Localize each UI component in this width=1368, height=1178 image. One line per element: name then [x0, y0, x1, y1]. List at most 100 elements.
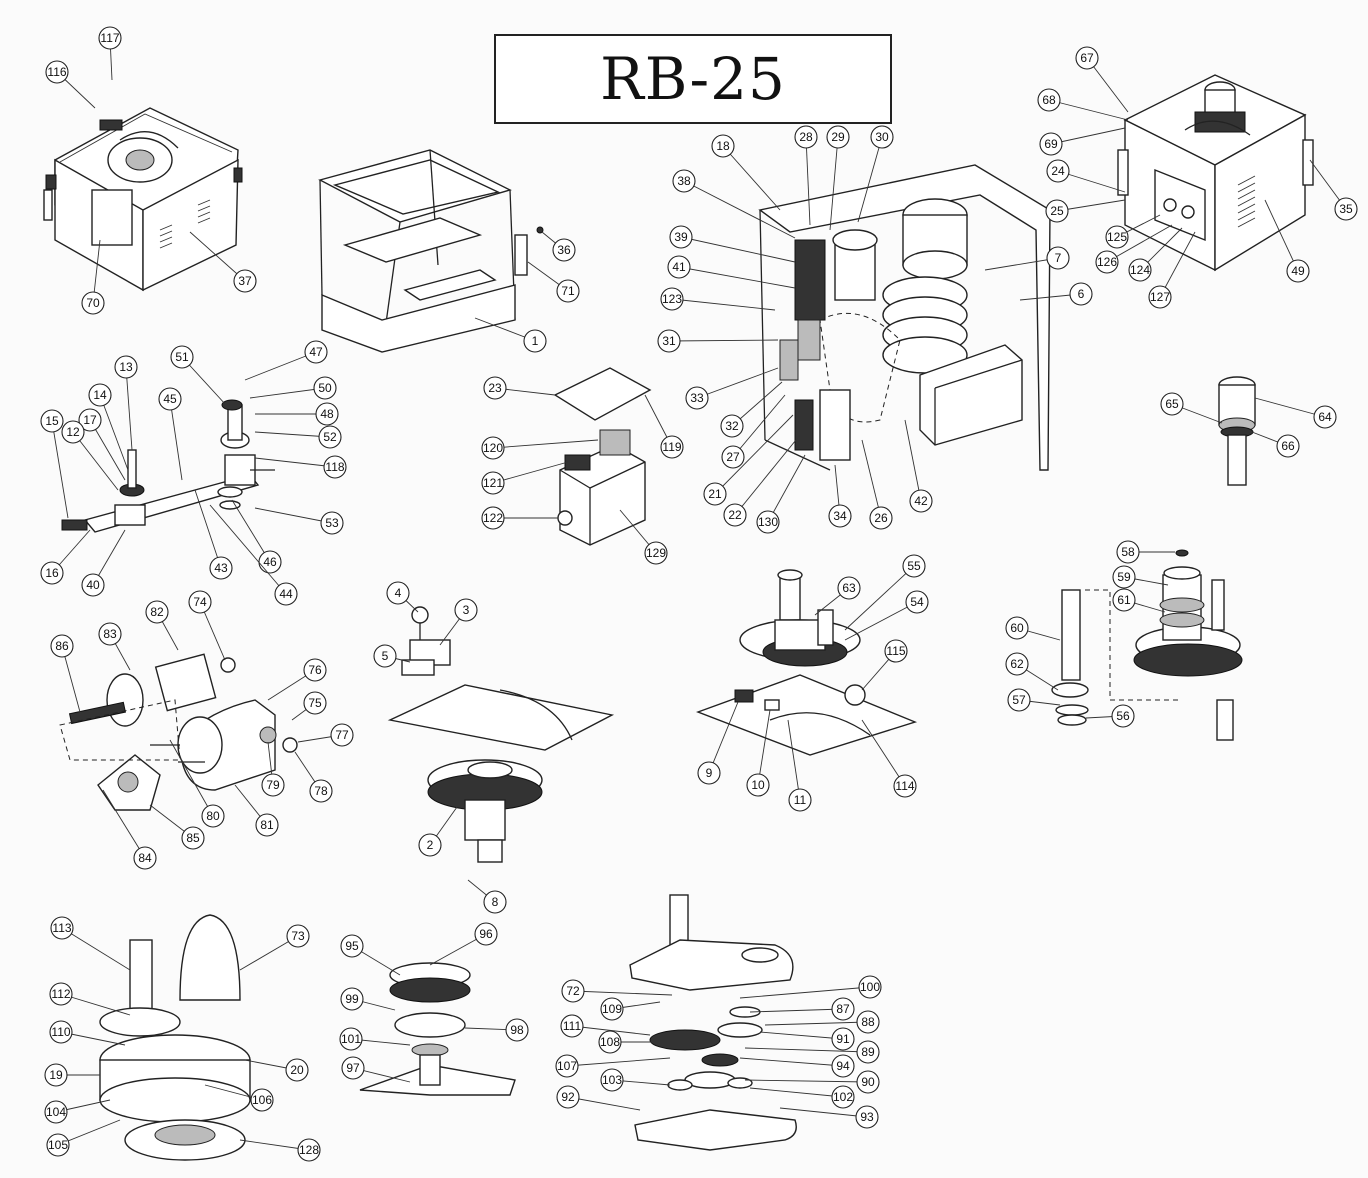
callout-number: 98	[510, 1023, 524, 1037]
callout-86: 86	[50, 634, 81, 713]
callout-number: 125	[1107, 230, 1127, 244]
callout-circle	[483, 890, 507, 914]
callout-circle	[703, 482, 727, 506]
callout-79: 79	[261, 741, 285, 797]
callout-circle	[309, 779, 333, 803]
callout-64: 64	[1254, 397, 1337, 429]
callout-number: 73	[291, 929, 305, 943]
callout-number: 70	[86, 296, 100, 310]
leader-line	[209, 504, 287, 595]
callout-circle	[81, 291, 105, 315]
callout-number: 48	[320, 407, 334, 421]
callout-circle	[61, 420, 85, 444]
callout-circle	[330, 723, 354, 747]
callout-circle	[40, 561, 64, 585]
callout-number: 123	[662, 292, 682, 306]
callout-116: 116	[45, 60, 96, 109]
callout-6: 6	[1019, 282, 1093, 306]
callout-3: 3	[439, 598, 478, 646]
callout-circle	[884, 639, 908, 663]
callout-45: 45	[158, 387, 183, 481]
callout-circle	[505, 1018, 529, 1042]
callout-circle	[261, 773, 285, 797]
callout-circle	[1005, 616, 1029, 640]
callout-number: 88	[861, 1015, 875, 1029]
callout-circle	[756, 510, 780, 534]
gear-train	[629, 894, 797, 1151]
callout-52: 52	[254, 425, 342, 449]
callout-number: 114	[895, 779, 914, 793]
callout-circle	[1160, 392, 1184, 416]
callout-circle	[318, 425, 342, 449]
bending-plate	[695, 569, 918, 756]
leader-line	[492, 439, 599, 449]
callout-number: 107	[557, 1059, 577, 1073]
leader-line	[89, 419, 126, 481]
callout-number: 54	[910, 595, 924, 609]
callout-number: 11	[794, 793, 807, 807]
callout-number: 13	[119, 360, 133, 374]
callout-84: 84	[102, 789, 157, 870]
leader-line	[696, 367, 779, 399]
callout-12: 12	[61, 420, 119, 491]
callout-circle	[644, 541, 668, 565]
callout-circle	[481, 506, 505, 530]
callout-42: 42	[904, 419, 933, 513]
callout-number: 16	[45, 566, 59, 580]
callout-circle	[697, 761, 721, 785]
callout-circle	[1116, 540, 1140, 564]
callout-63: 63	[814, 576, 861, 616]
callout-58: 58	[1116, 540, 1175, 564]
leader-line	[857, 136, 883, 223]
callout-circle	[837, 576, 861, 600]
callout-68: 68	[1037, 88, 1129, 121]
callout-circle	[856, 1010, 880, 1034]
callout-circle	[274, 582, 298, 606]
callout-number: 21	[708, 487, 722, 501]
callout-circle	[386, 581, 410, 605]
leader-line	[567, 1096, 641, 1111]
leader-line	[678, 266, 796, 289]
leader-line	[231, 499, 271, 563]
callout-number: 65	[1165, 397, 1179, 411]
callout-circle	[598, 1030, 622, 1054]
callout-number: 7	[1055, 251, 1062, 265]
callout-circle	[660, 287, 684, 311]
callout-75: 75	[291, 691, 327, 721]
callout-circle	[81, 573, 105, 597]
callout-number: 95	[345, 939, 359, 953]
gear-group-right	[1051, 549, 1243, 741]
callout-circle	[856, 1070, 880, 1094]
callout-number: 46	[263, 555, 277, 569]
callout-circle	[481, 436, 505, 460]
callout-number: 117	[100, 31, 119, 45]
callout-circle	[858, 975, 882, 999]
leader-line	[757, 709, 771, 786]
callout-circle	[870, 125, 894, 149]
callout-46: 46	[231, 499, 282, 574]
callout-49: 49	[1264, 199, 1310, 283]
callout-number: 31	[662, 334, 676, 348]
callout-circle	[98, 26, 122, 50]
callout-8: 8	[467, 879, 507, 914]
callout-circle	[1276, 434, 1300, 458]
callout-13: 13	[114, 355, 138, 451]
callout-number: 45	[163, 392, 177, 406]
callout-number: 22	[728, 508, 742, 522]
callout-2: 2	[418, 799, 463, 857]
callout-circle	[831, 1054, 855, 1078]
callout-number: 68	[1042, 93, 1056, 107]
callout-76: 76	[267, 658, 327, 701]
callout-number: 66	[1281, 439, 1295, 453]
callout-78: 78	[294, 751, 333, 803]
callout-88: 88	[764, 1010, 880, 1034]
callout-30: 30	[857, 125, 894, 223]
callout-5: 5	[373, 644, 411, 668]
callout-circle	[1005, 652, 1029, 676]
callout-circle	[1046, 159, 1070, 183]
callout-number: 58	[1121, 545, 1135, 559]
callout-circle	[483, 376, 507, 400]
callout-number: 59	[1117, 570, 1131, 584]
machine-assembled-right	[1117, 74, 1314, 272]
